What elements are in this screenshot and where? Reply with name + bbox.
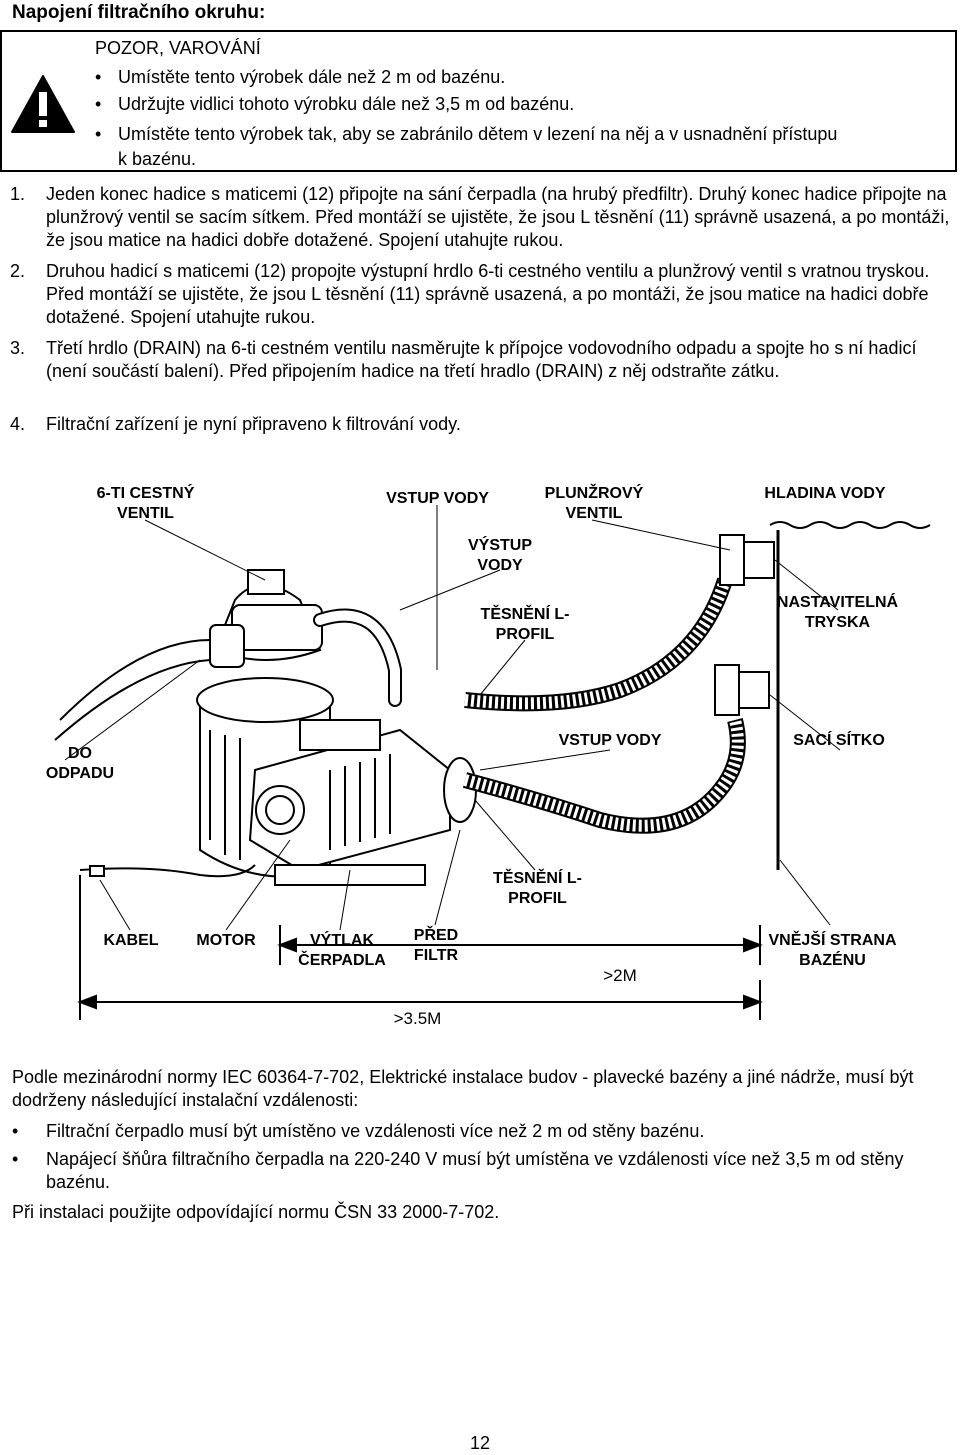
label-six-way-valve: 6-TI CESTNÝ VENTIL bbox=[96, 485, 195, 522]
pump-motor bbox=[248, 719, 477, 886]
label-pool-wall: VNĚJŠÍ STRANA BAZÉNU bbox=[768, 932, 897, 969]
label-inlet-mid: VSTUP VODY bbox=[558, 732, 662, 749]
label-seal-top: TĚSNĚNÍ L-PROFIL bbox=[480, 606, 570, 643]
water-level-wave bbox=[769, 521, 931, 529]
label-motor: MOTOR bbox=[196, 932, 256, 949]
label-prefilter: PŘED FILTR bbox=[413, 927, 459, 964]
power-cable bbox=[79, 864, 256, 878]
label-inlet-top: VSTUP VODY bbox=[386, 490, 489, 507]
label-water-level: HLADINA VODY bbox=[764, 485, 886, 502]
page-number: 12 bbox=[469, 1433, 491, 1453]
pump-installation-diagram bbox=[54, 505, 931, 1020]
warning-item: •Udržujte vidlici tohoto výrobku dále ne… bbox=[95, 94, 575, 114]
drain-hose bbox=[59, 639, 211, 721]
warning-triangle-icon bbox=[11, 75, 75, 133]
norm-intro: Podle mezinárodní normy IEC 60364-7-702,… bbox=[12, 1067, 914, 1110]
dimension-2m bbox=[277, 925, 763, 965]
label-seal-bottom: TĚSNĚNÍ L-PROFIL bbox=[493, 870, 582, 907]
warning-title: POZOR, VAROVÁNÍ bbox=[95, 38, 261, 58]
section-heading: Napojení filtračního okruhu: bbox=[12, 2, 266, 23]
label-distance-3-5m: >3.5M bbox=[393, 1009, 442, 1028]
label-nozzle: NASTAVITELNÁ TRYSKA bbox=[776, 594, 899, 631]
label-distance-2m: >2M bbox=[603, 966, 637, 985]
six-way-valve bbox=[231, 604, 323, 651]
warning-item: •Umístěte tento výrobek tak, aby se zabr… bbox=[95, 124, 838, 144]
plunger-valve-bottom bbox=[714, 664, 770, 716]
warning-item: •Umístěte tento výrobek dále než 2 m od … bbox=[95, 67, 506, 87]
warning-box bbox=[0, 30, 957, 172]
norm-closing: Při instalaci použijte odpovídající norm… bbox=[12, 1202, 500, 1222]
label-outlet: VÝSTUP VODY bbox=[467, 537, 532, 574]
outlet-elbow bbox=[313, 608, 402, 707]
dimension-3-5m bbox=[77, 875, 763, 1020]
label-plunger-valve: PLUNŽROVÝ VENTIL bbox=[544, 485, 644, 522]
label-drain: DO ODPADU bbox=[45, 745, 115, 782]
label-pump-outlet: VÝTLAK ČERPADLA bbox=[298, 932, 386, 969]
plunger-valve-top bbox=[719, 534, 775, 586]
label-strainer: SACÍ SÍTKO bbox=[793, 732, 885, 749]
warning-item-continuation: k bazénu. bbox=[118, 149, 197, 169]
label-cable: KABEL bbox=[103, 932, 159, 949]
drain-fitting bbox=[209, 624, 245, 668]
